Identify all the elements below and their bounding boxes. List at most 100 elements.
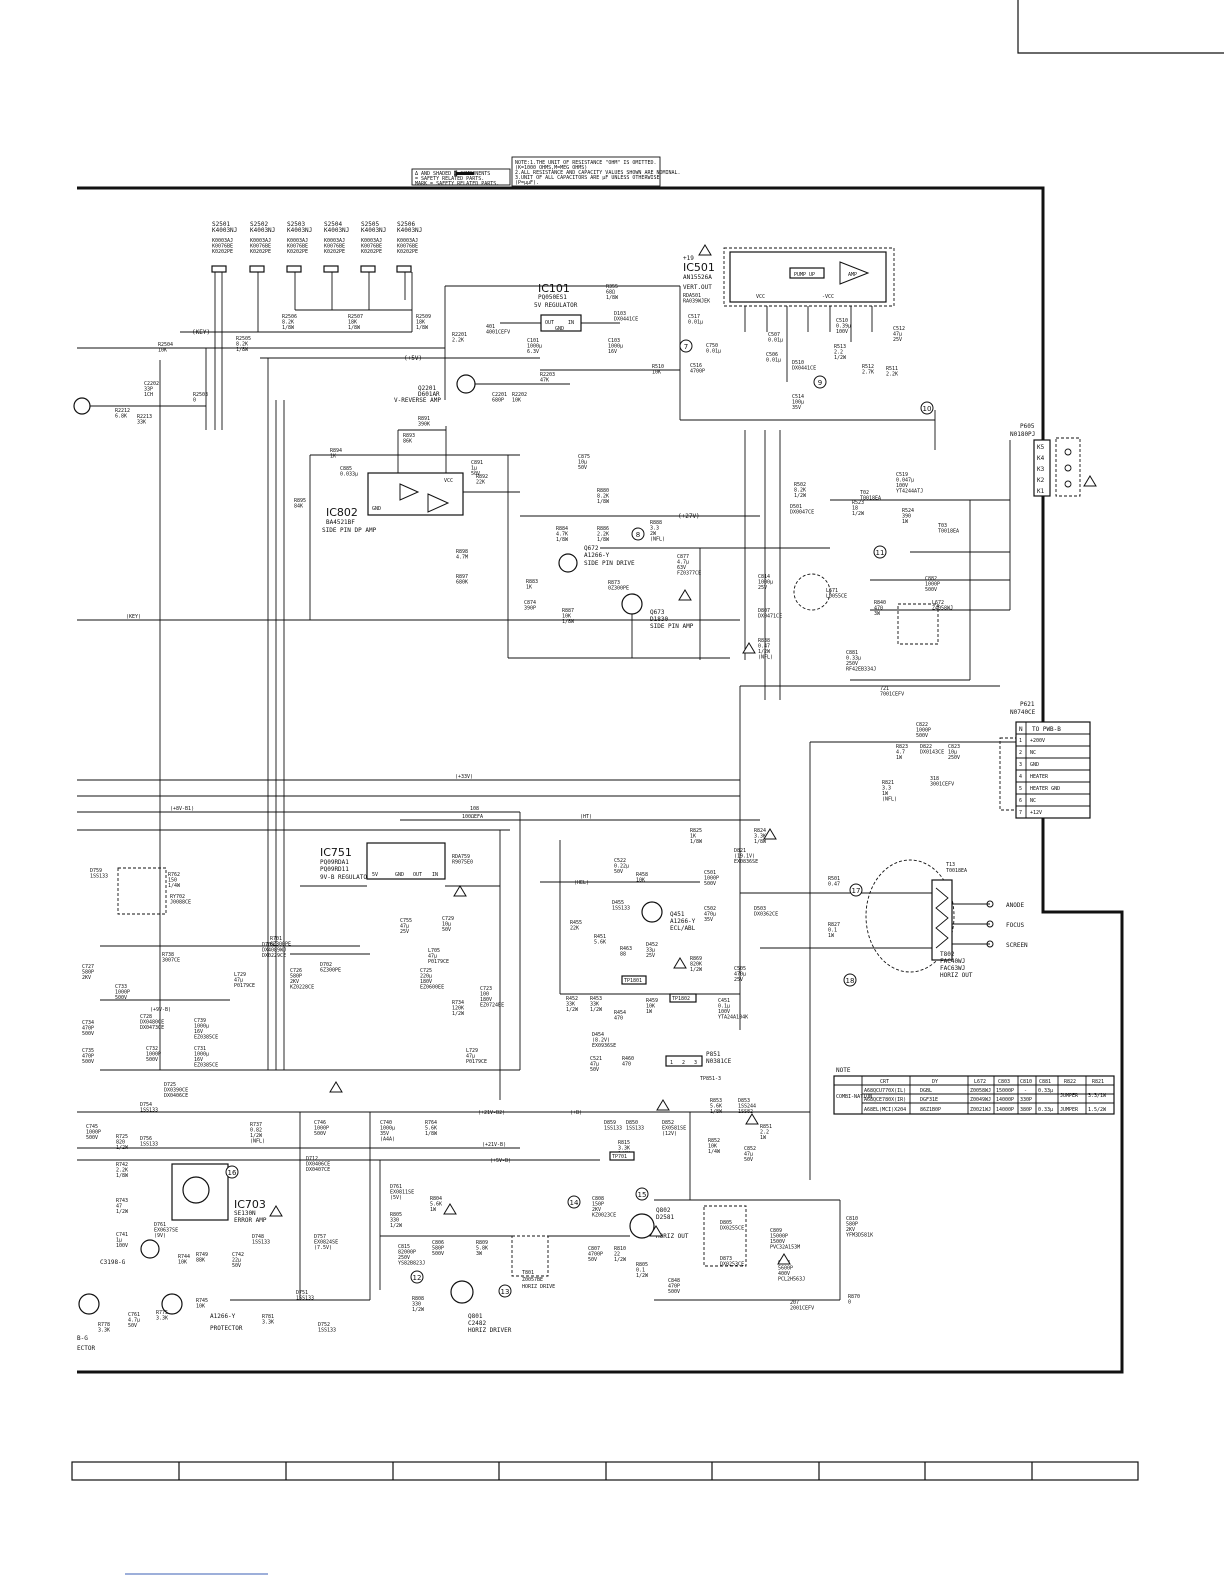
d821-label: D821(19.1V)EX0836SE: [734, 848, 758, 865]
q758-part: A1266-Y: [210, 1313, 236, 1320]
sheet-frame: [77, 186, 1124, 1374]
p605-connector: P605 N0180PJ K5 K4 K3 K2 K1: [1010, 423, 1081, 497]
svg-text:GND: GND: [555, 326, 564, 332]
note-legend-2: = SAFETY RELATED PARTS.: [415, 176, 484, 182]
d454-label: D454(8.2V)EX0936SE: [592, 1032, 616, 1049]
ic751-regulator: IC751 PQ09RDA1 PQ09RD11 9V-B REGULATOR 5…: [300, 812, 521, 1100]
bg-label: B-G: [77, 1335, 88, 1342]
q673-ref: Q673: [650, 609, 665, 616]
ic501-name: IC501: [683, 261, 715, 274]
warning-triangle-icon: [453, 885, 467, 897]
q802-part: D2581: [656, 1214, 674, 1221]
svg-text:1.5/2W: 1.5/2W: [1088, 1107, 1107, 1113]
note-line-4: 3.UNIT OF ALL CAPACITORS ARE μF UNLESS O…: [515, 175, 660, 181]
ic751-name: IC751: [320, 846, 352, 859]
zone-strip: [71, 1461, 1139, 1575]
warning-triangle-icon: [673, 957, 687, 969]
svg-text:S2503: S2503: [287, 221, 305, 228]
ic751-part: PQ09RDA1: [320, 859, 349, 866]
svg-text:JUMPER: JUMPER: [1060, 1107, 1079, 1113]
p621-part: N0740CE: [1010, 709, 1036, 716]
svg-text:15000P: 15000P: [996, 1088, 1014, 1094]
svg-text:GND: GND: [395, 872, 404, 878]
svg-text:K4003NJ: K4003NJ: [250, 227, 275, 234]
warning-triangle-icon: [269, 1205, 283, 1217]
svg-text:Z0021WJ: Z0021WJ: [970, 1107, 991, 1113]
warning-triangle-icon: [745, 1113, 759, 1125]
svg-text:OUT: OUT: [545, 320, 554, 326]
svg-text:OUT: OUT: [413, 872, 422, 878]
output-anode: ANODE: [1006, 902, 1024, 909]
svg-text:4: 4: [1019, 774, 1022, 780]
rail-key-2: (KEY): [126, 614, 141, 620]
svg-text:IN: IN: [432, 872, 438, 878]
svg-text:1: 1: [670, 1060, 673, 1066]
note-legend-3: MARK = SAFETY RELATED PARTS.: [415, 181, 499, 187]
rail-key: (KEY): [192, 329, 210, 336]
svg-text:16: 16: [228, 1169, 237, 1177]
ic703-name: IC703: [234, 1198, 266, 1211]
svg-text:13: 13: [501, 1288, 510, 1296]
svg-text:K4003NJ: K4003NJ: [397, 227, 422, 234]
p621-ref: P621: [1020, 701, 1035, 708]
svg-text:14000P: 14000P: [996, 1097, 1014, 1103]
output-screen: SCREEN: [1006, 942, 1028, 949]
q451-part: A1266-Y: [670, 918, 696, 925]
svg-text:380P: 380P: [1020, 1107, 1032, 1113]
node-11: [873, 545, 887, 559]
svg-text:GND: GND: [372, 506, 381, 512]
